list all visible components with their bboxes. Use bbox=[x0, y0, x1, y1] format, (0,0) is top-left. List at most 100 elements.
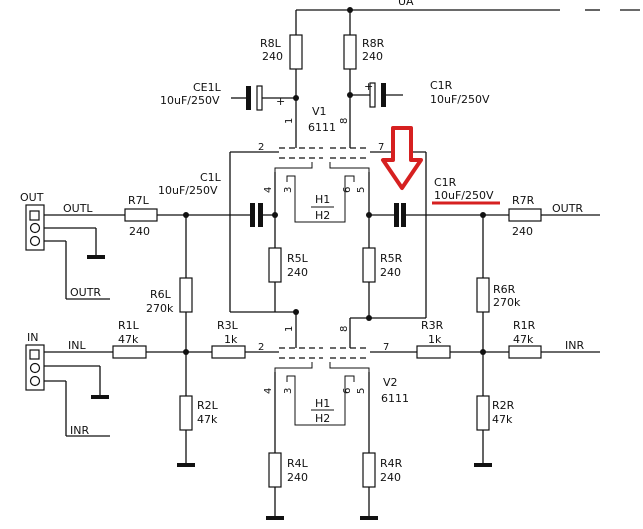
v2-pin5: 5 bbox=[356, 388, 367, 394]
v2-pin2: 2 bbox=[258, 342, 264, 353]
c1l-value: 10uF/250V bbox=[158, 184, 218, 197]
inr-left-label: INR bbox=[70, 424, 89, 437]
inl-label: INL bbox=[68, 339, 86, 352]
ce1l-plus: + bbox=[276, 95, 285, 108]
r1r-value: 47k bbox=[513, 333, 534, 346]
r2r-resistor bbox=[476, 395, 490, 431]
v2-h1-label: H1 bbox=[315, 397, 330, 410]
r6r-resistor bbox=[476, 277, 490, 313]
r7r-ref: R7R bbox=[512, 194, 535, 207]
v2-pin6: 6 bbox=[342, 388, 353, 394]
r5r-value: 240 bbox=[380, 266, 401, 279]
r6l-value: 270k bbox=[146, 302, 174, 315]
r2l-ref: R2L bbox=[197, 399, 219, 412]
r3r-resistor bbox=[416, 345, 451, 359]
r7l-resistor bbox=[124, 208, 158, 222]
ce1l-value: 10uF/250V bbox=[160, 94, 220, 107]
r5r-ref: R5R bbox=[380, 252, 403, 265]
r6l-resistor bbox=[179, 277, 193, 313]
inr-right-label: INR bbox=[565, 339, 584, 352]
r3l-resistor bbox=[211, 345, 246, 359]
c1l-capacitor bbox=[250, 203, 263, 227]
r8l-ref: R8L bbox=[260, 37, 282, 50]
r6r-value: 270k bbox=[493, 296, 521, 309]
c1r-capacitor bbox=[394, 203, 406, 227]
v2-pin4: 4 bbox=[263, 388, 274, 394]
in-label: IN bbox=[27, 331, 38, 344]
v2-pin1: 1 bbox=[284, 326, 295, 332]
r3l-ref: R3L bbox=[217, 319, 239, 332]
r1l-resistor bbox=[112, 345, 147, 359]
v1-pin7: 7 bbox=[378, 142, 384, 153]
v1-pin3: 3 bbox=[283, 187, 294, 193]
r5r-resistor bbox=[362, 247, 376, 283]
r1r-ref: R1R bbox=[513, 319, 536, 332]
v2-value: 6111 bbox=[381, 392, 409, 405]
c1r-ref: C1R bbox=[434, 176, 457, 189]
r4l-resistor bbox=[268, 452, 282, 488]
r1l-value: 47k bbox=[118, 333, 139, 346]
r8l-value: 240 bbox=[262, 50, 283, 63]
outl-label: OUTL bbox=[63, 202, 93, 215]
v1-pin5: 5 bbox=[356, 187, 367, 193]
v1-pin6: 6 bbox=[342, 187, 353, 193]
v2-pin8: 8 bbox=[339, 326, 350, 332]
v1-pin8: 8 bbox=[339, 118, 350, 124]
ground-symbols bbox=[87, 255, 492, 520]
v1-value: 6111 bbox=[308, 121, 336, 134]
r4r-resistor bbox=[362, 452, 376, 488]
r1r-resistor bbox=[508, 345, 542, 359]
r1l-ref: R1L bbox=[118, 319, 140, 332]
r7l-ref: R7L bbox=[128, 194, 150, 207]
r6r-ref: R6R bbox=[493, 283, 516, 296]
v1-pin1: 1 bbox=[284, 118, 295, 124]
r5l-resistor bbox=[268, 247, 282, 283]
out-label: OUT bbox=[20, 191, 44, 204]
r3r-value: 1k bbox=[428, 333, 442, 346]
v2-h2-label: H2 bbox=[315, 412, 330, 425]
r5l-ref: R5L bbox=[287, 252, 309, 265]
supply-label: UA bbox=[398, 0, 414, 8]
v1-pin2: 2 bbox=[258, 142, 264, 153]
r3r-ref: R3R bbox=[421, 319, 444, 332]
outr-right-label: OUTR bbox=[552, 202, 583, 215]
r2l-resistor bbox=[179, 395, 193, 431]
v1-h1-label: H1 bbox=[315, 193, 330, 206]
c1l-ref: C1L bbox=[200, 171, 222, 184]
r7r-value: 240 bbox=[512, 225, 533, 238]
out-connector bbox=[25, 204, 45, 251]
r4l-value: 240 bbox=[287, 471, 308, 484]
junctions bbox=[183, 7, 486, 355]
r8r-resistor bbox=[343, 34, 357, 70]
r8r-value: 240 bbox=[362, 50, 383, 63]
c1r-top-ref: C1R bbox=[430, 79, 453, 92]
r5l-value: 240 bbox=[287, 266, 308, 279]
r6l-ref: R6L bbox=[150, 288, 172, 301]
r2l-value: 47k bbox=[197, 413, 218, 426]
tube-v1 bbox=[274, 147, 370, 223]
r7r-resistor bbox=[508, 208, 542, 222]
v2-pin3: 3 bbox=[283, 388, 294, 394]
c1r-top-plus: + bbox=[364, 80, 373, 93]
ce1l-capacitor bbox=[246, 85, 263, 111]
v1-ref: V1 bbox=[312, 105, 327, 118]
r7l-value: 240 bbox=[129, 225, 150, 238]
v2-ref: V2 bbox=[383, 376, 398, 389]
v1-h2-label: H2 bbox=[315, 209, 330, 222]
highlight-arrow-icon bbox=[381, 126, 423, 190]
r2r-ref: R2R bbox=[492, 399, 515, 412]
outr-left-label: OUTR bbox=[70, 286, 101, 299]
c1r-top-capacitor bbox=[369, 82, 386, 108]
r4r-ref: R4R bbox=[380, 457, 403, 470]
r8l-resistor bbox=[289, 34, 303, 70]
in-connector bbox=[25, 344, 45, 391]
wires bbox=[44, 9, 640, 518]
v1-pin4: 4 bbox=[263, 187, 274, 193]
r3l-value: 1k bbox=[224, 333, 238, 346]
r4r-value: 240 bbox=[380, 471, 401, 484]
r2r-value: 47k bbox=[492, 413, 513, 426]
r8r-ref: R8R bbox=[362, 37, 385, 50]
c1r-top-value: 10uF/250V bbox=[430, 93, 490, 106]
v2-pin7: 7 bbox=[383, 342, 389, 353]
